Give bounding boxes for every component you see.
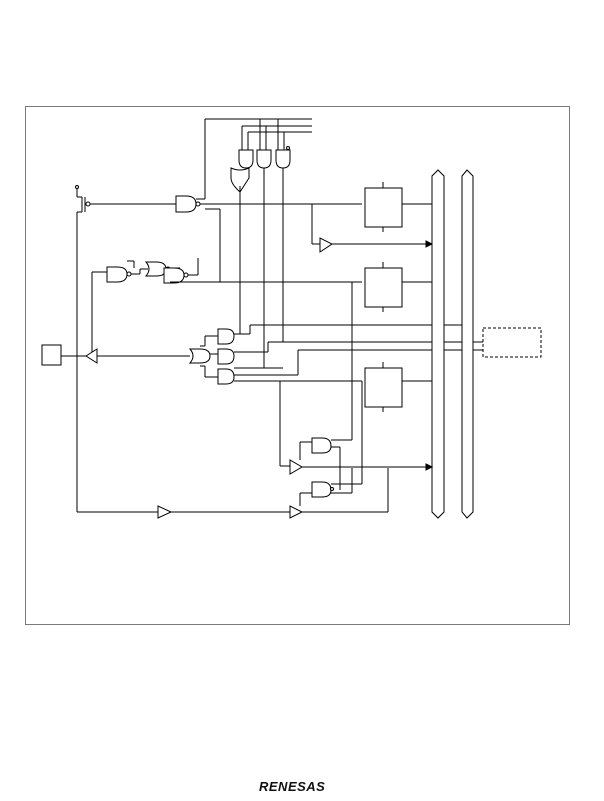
register-box-2: [364, 267, 403, 308]
or-gate-mid: [144, 261, 167, 277]
internal-bus-1: [431, 169, 445, 519]
and-gate-lower-1: [311, 437, 332, 454]
external-block: [482, 327, 542, 358]
internal-bus-2: [461, 169, 474, 519]
bottom-buffer-1: [157, 505, 173, 519]
or-gate-top: [230, 167, 250, 193]
renesas-logo: RENESAS: [259, 779, 326, 794]
nand-gate-mid: [163, 267, 185, 284]
output-buffer: [289, 459, 303, 475]
and-gate-stack-3: [217, 368, 235, 385]
or-gate-input: [188, 348, 211, 364]
and-gate-lower-2: [311, 481, 332, 498]
and-gate-top-1: [238, 149, 254, 169]
and-gate-stack-1: [217, 328, 235, 345]
bus-buffer-1: [319, 237, 333, 253]
diagram-frame: [25, 106, 570, 625]
vcc-node: [75, 185, 79, 189]
register-box-3: [364, 367, 403, 408]
bottom-buffer-2: [289, 505, 304, 519]
pin-box: [41, 344, 62, 366]
and-gate-top-2: [256, 149, 272, 169]
register-box-1: [364, 187, 403, 228]
and-gate-top-3: [275, 149, 291, 169]
nand-gate-top: [175, 195, 197, 213]
and-gate-stack-2: [217, 348, 235, 365]
and-gate-mid-left: [106, 266, 128, 283]
